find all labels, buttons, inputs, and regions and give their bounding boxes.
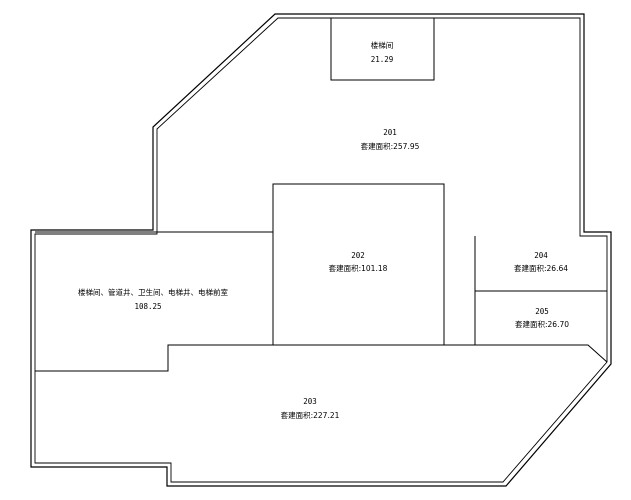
room-201-name: 201 bbox=[383, 128, 397, 137]
partitions bbox=[35, 18, 608, 372]
room-204-area: 套建面积:26.64 bbox=[514, 263, 568, 273]
stair-top-area: 21.29 bbox=[371, 55, 394, 64]
room-205-name: 205 bbox=[535, 307, 549, 316]
room-203-area: 套建面积:227.21 bbox=[281, 410, 340, 420]
inner-wall bbox=[34, 17, 608, 483]
stair-top-name: 楼梯间 bbox=[371, 40, 394, 50]
core-room-walls bbox=[35, 231, 273, 372]
room-204-name: 204 bbox=[534, 251, 548, 260]
room-205-area: 套建面积:26.70 bbox=[515, 319, 569, 329]
building-outline bbox=[30, 13, 612, 487]
room-204-205-walls bbox=[444, 236, 608, 363]
core-room-area: 108.25 bbox=[134, 302, 161, 311]
outer-wall bbox=[30, 13, 612, 487]
room-202-name: 202 bbox=[351, 251, 365, 260]
room-202-walls bbox=[272, 183, 445, 346]
room-203-name: 203 bbox=[303, 397, 317, 406]
core-room-name: 楼梯间、管道井、卫生间、电梯井、电梯前室 bbox=[78, 287, 228, 297]
room-202-area: 套建面积:101.18 bbox=[329, 263, 388, 273]
stair-room-walls bbox=[330, 18, 435, 81]
room-201-area: 套建面积:257.95 bbox=[361, 141, 420, 151]
room-labels: 楼梯间 21.29 201 套建面积:257.95 202 套建面积:101.1… bbox=[78, 40, 569, 420]
